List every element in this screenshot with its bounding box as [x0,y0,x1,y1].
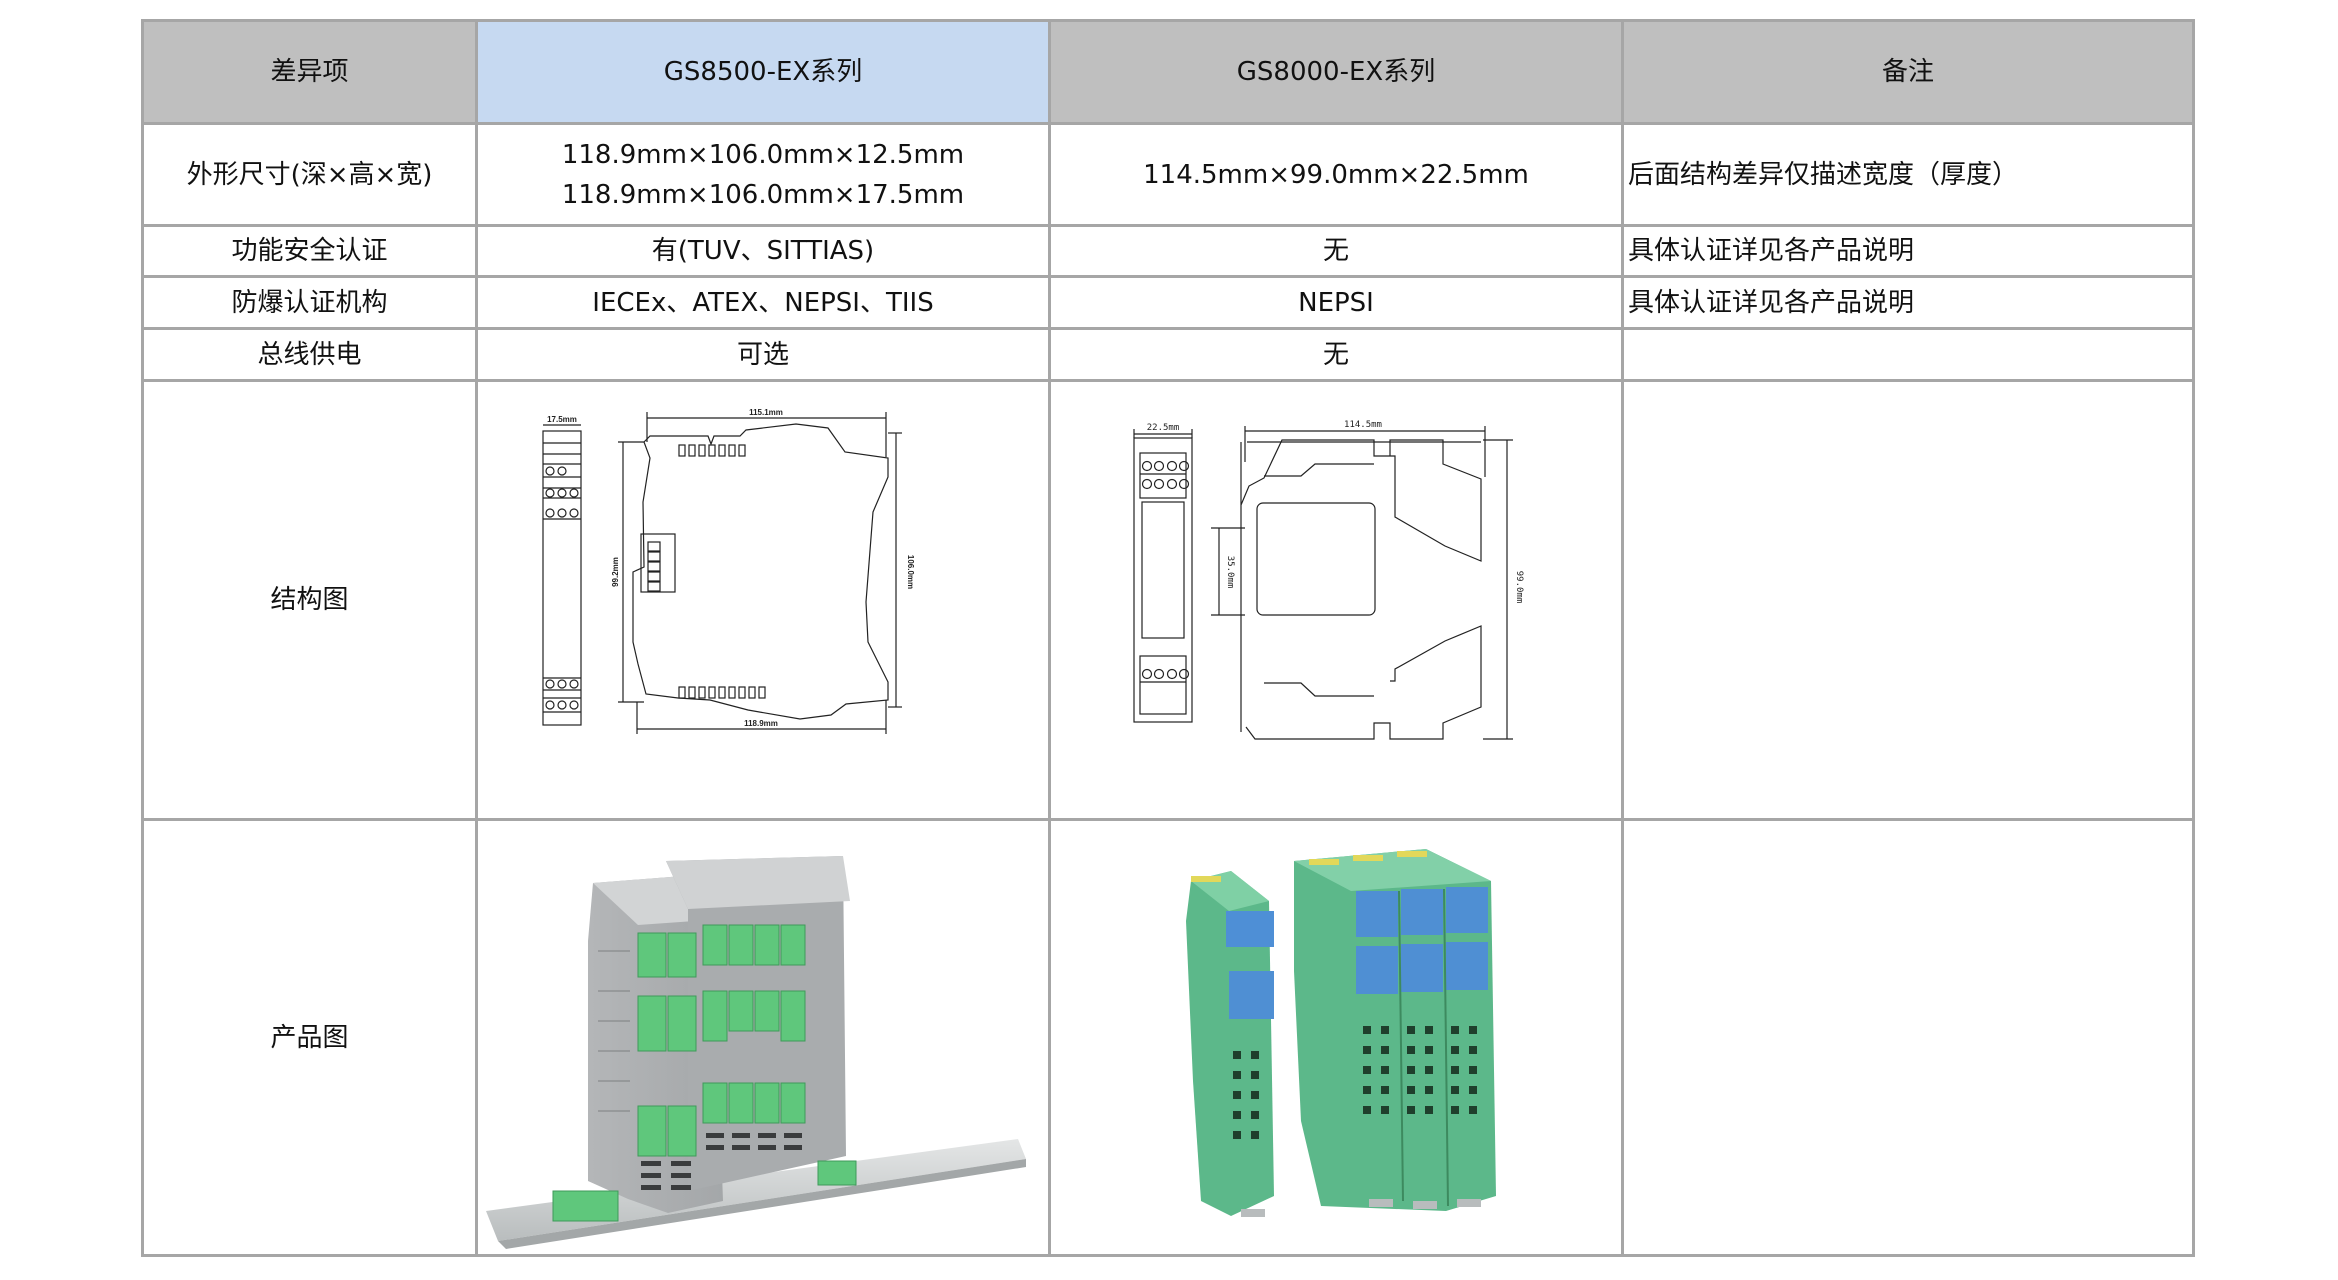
row-label-structure: 结构图 [144,382,475,818]
gs8500-structure-drawing: 17.5mm 115.1mm 118.9mm 106.0mm 99.2mm [542,408,915,734]
cell-text: 功能安全认证 [231,236,388,266]
cell-text: 114.5mm×99.0mm×22.5mm [1143,159,1529,190]
cell-text: 具体认证详见各产品说明 [1628,287,1915,318]
cell-gs8000-functional-safety: 无 [1051,227,1621,275]
header-gs8000: GS8000-EX系列 [1051,22,1621,122]
svg-text:99.2mm: 99.2mm [611,557,620,587]
header-label: 差异项 [270,57,349,87]
cell-gs8500-ex-certification: IECEx、ATEX、NEPSI、TIIS [478,278,1048,327]
cell-gs8000-ex-certification: NEPSI [1051,278,1621,327]
cell-gs8000-product-photo [1051,821,1621,1254]
row-divider [144,379,2192,382]
cell-text: 防爆认证机构 [231,287,388,318]
header-notes: 备注 [1624,22,2192,122]
row-divider [144,122,2192,125]
cell-text: 有(TUV、SITTIAS) [651,236,875,266]
svg-text:118.9mm: 118.9mm [744,719,778,728]
column-divider [1048,22,1051,1254]
row-label-product-photo: 产品图 [144,821,475,1254]
cell-note-dimensions: 后面结构差异仅描述宽度（厚度） [1624,125,2192,224]
header-label: GS8500-EX系列 [663,57,863,87]
row-divider [144,818,2192,821]
row-divider [144,224,2192,227]
cell-text: 可选 [736,339,789,370]
cell-note-functional-safety: 具体认证详见各产品说明 [1624,227,2192,275]
row-divider [144,275,2192,278]
cell-text: NEPSI [1298,287,1374,318]
svg-text:106.0mm: 106.0mm [906,555,915,589]
cell-text: 无 [1322,236,1349,266]
column-divider [475,22,478,1254]
row-label-dimensions: 外形尺寸(深×高×宽) [144,125,475,224]
svg-text:17.5mm: 17.5mm [547,415,577,424]
gs8000-product-image [1186,849,1496,1217]
header-label: GS8000-EX系列 [1236,57,1436,87]
cell-note-product-photo [1624,821,2192,1254]
row-label-ex-certification: 防爆认证机构 [144,278,475,327]
svg-text:22.5mm: 22.5mm [1147,423,1180,433]
gs8000-structure-drawing: 22.5mm 114.5mm 99.0mm 35.0mm [1133,420,1524,740]
svg-text:114.5mm: 114.5mm [1344,420,1382,430]
cell-note-structure [1624,382,2192,818]
cell-gs8500-structure-drawing: 17.5mm 115.1mm 118.9mm 106.0mm 99.2mm [478,382,1048,818]
cell-text: 外形尺寸(深×高×宽) [186,159,433,190]
cell-text: 总线供电 [257,339,362,370]
svg-text:99.0mm: 99.0mm [1514,571,1524,604]
column-divider [1621,22,1624,1254]
cell-gs8000-dimensions: 114.5mm×99.0mm×22.5mm [1051,125,1621,224]
row-divider [144,327,2192,330]
header-gs8500: GS8500-EX系列 [478,22,1048,122]
row-label-functional-safety: 功能安全认证 [144,227,475,275]
row-label-bus-power: 总线供电 [144,330,475,379]
cell-text: 118.9mm×106.0mm×12.5mm [561,139,965,170]
cell-note-bus-power [1624,330,2192,379]
cell-gs8000-bus-power: 无 [1051,330,1621,379]
cell-text: 结构图 [270,585,349,615]
cell-gs8500-dimensions: 118.9mm×106.0mm×12.5mm 118.9mm×106.0mm×1… [478,125,1048,224]
cell-text: 无 [1322,339,1349,370]
gs8500-product-image [486,856,1026,1249]
cell-text: IECEx、ATEX、NEPSI、TIIS [592,287,934,318]
cell-text: 具体认证详见各产品说明 [1628,236,1915,266]
cell-gs8500-product-photo [478,821,1048,1254]
cell-gs8500-functional-safety: 有(TUV、SITTIAS) [478,227,1048,275]
cell-gs8500-bus-power: 可选 [478,330,1048,379]
cell-text: 118.9mm×106.0mm×17.5mm [561,179,965,210]
svg-text:115.1mm: 115.1mm [749,408,783,417]
cell-text: 产品图 [270,1022,349,1053]
cell-text: 后面结构差异仅描述宽度（厚度） [1628,159,2019,190]
svg-text:35.0mm: 35.0mm [1225,556,1235,589]
comparison-table: 差异项 GS8500-EX系列 GS8000-EX系列 备注 外形尺寸(深×高×… [141,19,2195,1257]
cell-note-ex-certification: 具体认证详见各产品说明 [1624,278,2192,327]
header-label: 备注 [1881,57,1934,87]
header-diff-item: 差异项 [144,22,475,122]
cell-gs8000-structure-drawing: 22.5mm 114.5mm 99.0mm 35.0mm [1051,382,1621,818]
